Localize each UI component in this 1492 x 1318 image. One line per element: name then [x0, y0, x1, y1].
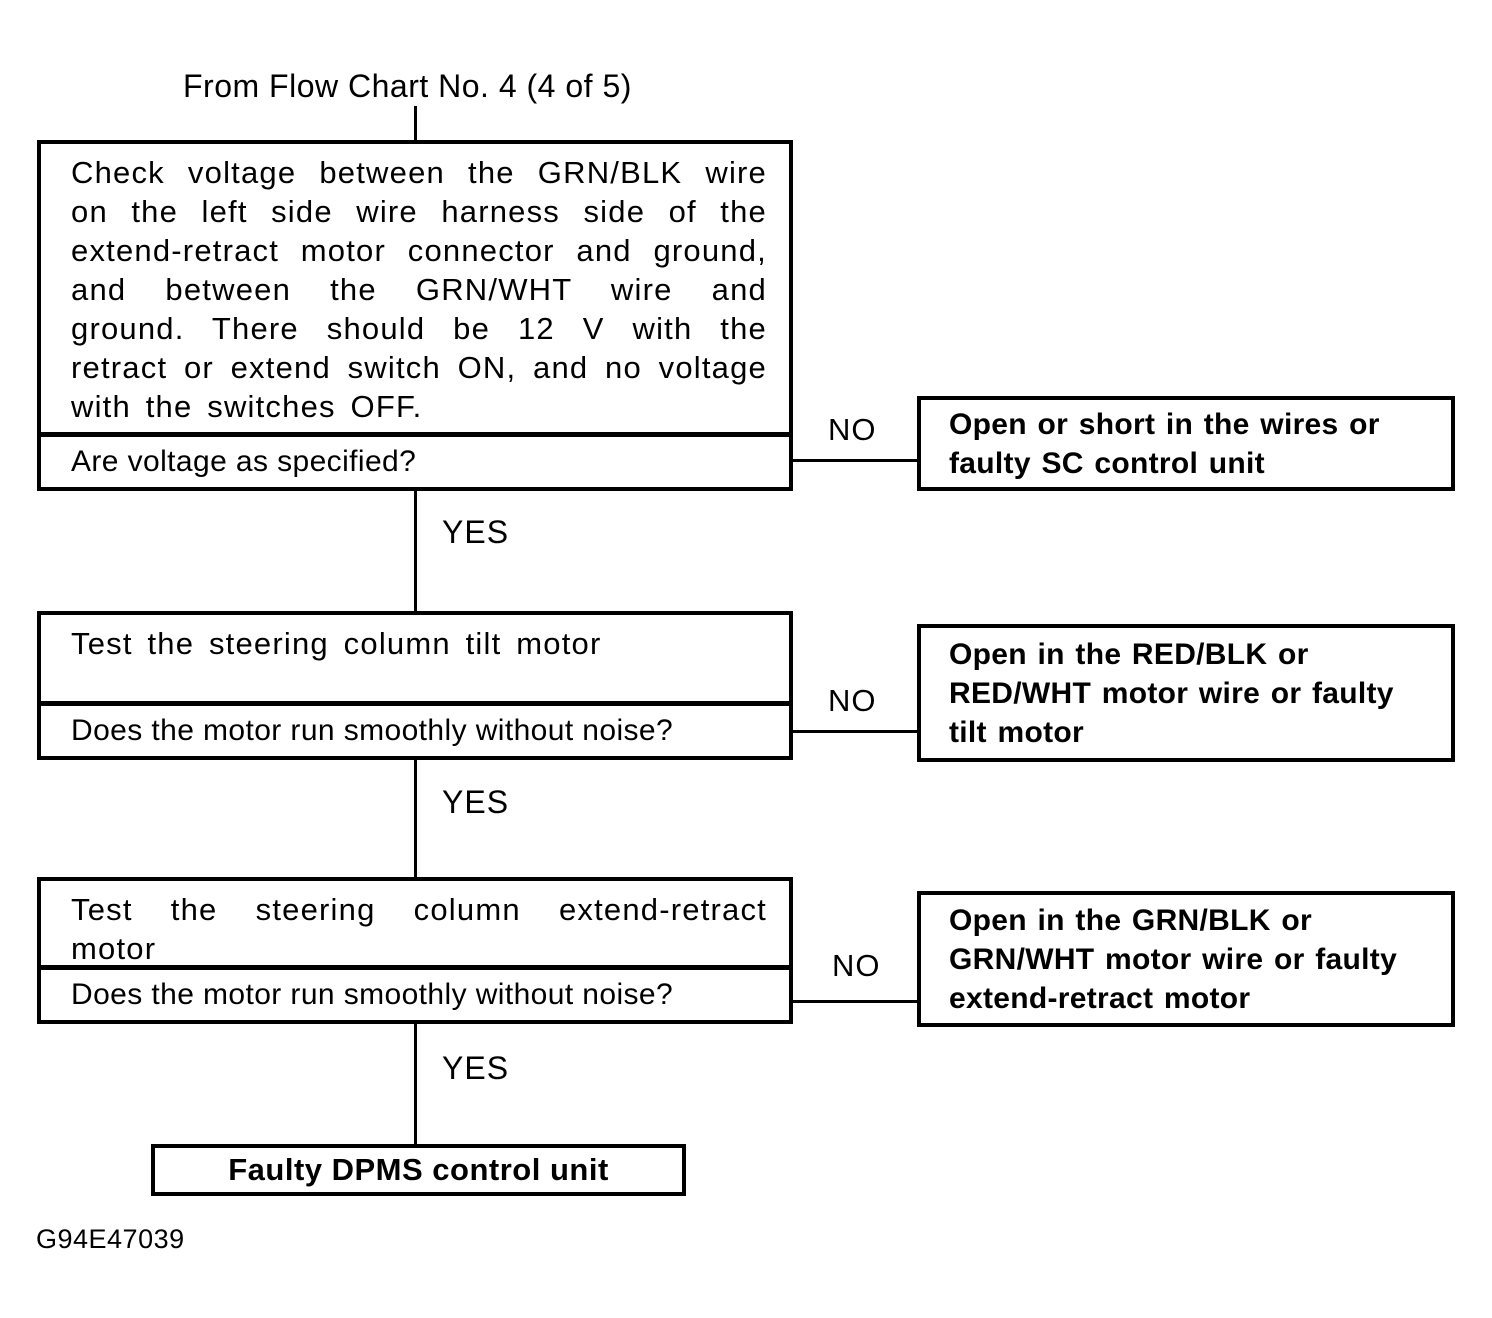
outcome-box-3: Open in the GRN/BLK or GRN/WHT motor wir… [917, 891, 1455, 1027]
no-connector-line-3 [791, 1000, 918, 1003]
decision-node-3-question: Does the motor run smoothly without nois… [41, 965, 789, 1020]
no-label-1: NO [828, 412, 877, 447]
yes-connector-line-2 [414, 758, 417, 877]
source-chart-label: From Flow Chart No. 4 (4 of 5) [183, 68, 632, 104]
outcome-text-2: Open in the RED/BLK or RED/WHT motor wir… [949, 637, 1394, 749]
no-label-2: NO [828, 683, 877, 718]
final-outcome-box: Faulty DPMS control unit [151, 1144, 686, 1196]
outcome-text-1: Open or short in the wires or faulty SC … [949, 407, 1380, 480]
yes-label-2: YES [442, 784, 510, 820]
decision-node-1: Check voltage between the GRN/BLK wire o… [37, 140, 793, 491]
figure-code: G94E47039 [36, 1224, 185, 1254]
decision-node-3: Test the steering column extend-retract … [37, 877, 793, 1024]
no-label-3: NO [832, 948, 881, 983]
outcome-text-3: Open in the GRN/BLK or GRN/WHT motor wir… [949, 903, 1398, 1015]
decision-node-2: Test the steering column tilt motor Does… [37, 611, 793, 760]
yes-connector-line-1 [414, 490, 417, 612]
decision-node-2-statement: Test the steering column tilt motor [71, 626, 602, 661]
no-connector-line-2 [791, 730, 918, 733]
outcome-box-1: Open or short in the wires or faulty SC … [917, 396, 1455, 491]
yes-connector-line-3 [414, 1022, 417, 1144]
decision-node-1-statement: Check voltage between the GRN/BLK wire o… [71, 155, 767, 424]
decision-node-2-question: Does the motor run smoothly without nois… [41, 701, 789, 756]
yes-label-1: YES [442, 514, 510, 550]
yes-label-3: YES [442, 1050, 510, 1086]
no-connector-line-1 [791, 459, 918, 462]
decision-node-1-question: Are voltage as specified? [41, 432, 789, 487]
outcome-box-2: Open in the RED/BLK or RED/WHT motor wir… [917, 624, 1455, 762]
final-outcome-text: Faulty DPMS control unit [228, 1152, 609, 1187]
entry-connector-line [414, 106, 417, 140]
decision-node-3-statement: Test the steering column extend-retract … [71, 892, 767, 965]
